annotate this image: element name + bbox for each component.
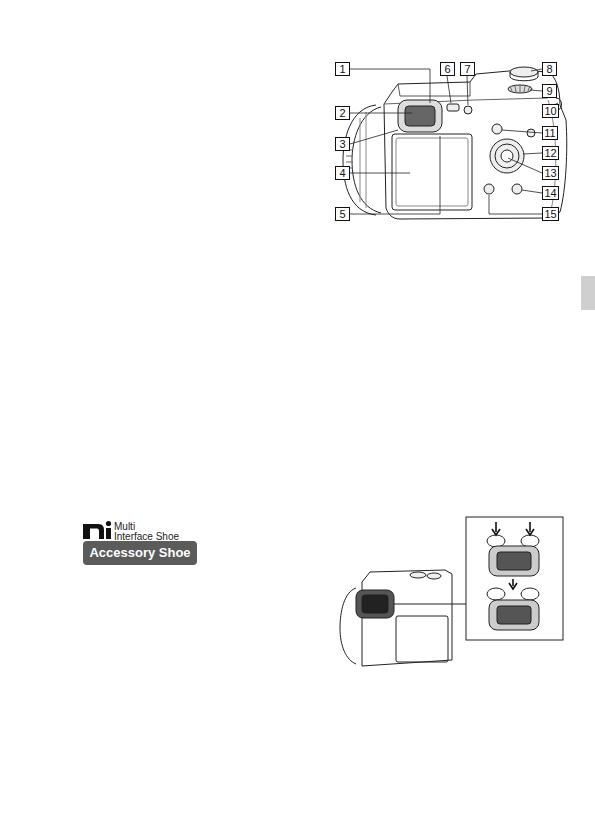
callout-text: 13 xyxy=(544,168,556,179)
callout-number: 12 xyxy=(542,146,559,160)
callout-text: 14 xyxy=(544,188,556,199)
callout-text: 5 xyxy=(339,209,345,220)
callout-text: 12 xyxy=(544,148,556,159)
callout-number: 2 xyxy=(335,106,350,120)
callout-text: 6 xyxy=(444,64,450,75)
callout-text: 15 xyxy=(544,209,556,220)
page-tab xyxy=(581,276,595,310)
callout-number: 10 xyxy=(542,104,559,118)
callout-number: 9 xyxy=(542,84,557,98)
eyecup-inset xyxy=(466,517,563,640)
callout-text: 8 xyxy=(546,64,552,75)
logo-text: Multi xyxy=(114,522,135,532)
callout-number: 5 xyxy=(335,207,350,221)
callout-text: 9 xyxy=(546,86,552,97)
callout-number: 13 xyxy=(542,166,559,180)
callout-text: 11 xyxy=(544,128,555,139)
callout-number: 6 xyxy=(440,62,455,76)
callout-text: 2 xyxy=(339,108,345,119)
logo-text: Interface Shoe xyxy=(114,532,179,542)
callout-text: 3 xyxy=(339,139,345,150)
callout-number: 14 xyxy=(542,186,559,200)
leader-lines xyxy=(350,69,558,214)
camera-back xyxy=(343,67,567,219)
callout-number: 3 xyxy=(335,137,350,151)
callout-text: 7 xyxy=(464,64,470,75)
callout-text: 4 xyxy=(339,168,345,179)
callout-number: 7 xyxy=(460,62,475,76)
callout-text: 10 xyxy=(544,106,556,117)
badge-text: Accessory Shoe xyxy=(89,546,190,560)
callout-number: 1 xyxy=(335,62,350,76)
mi-shoe-logo xyxy=(83,521,111,539)
callout-number: 4 xyxy=(335,166,350,180)
camera-eyecup-view xyxy=(340,570,466,666)
accessory-shoe-badge: Accessory Shoe xyxy=(83,541,197,565)
callout-number: 15 xyxy=(542,207,559,221)
callout-text: 1 xyxy=(339,64,345,75)
callout-number: 8 xyxy=(542,62,557,76)
callout-number: 11 xyxy=(542,126,558,140)
